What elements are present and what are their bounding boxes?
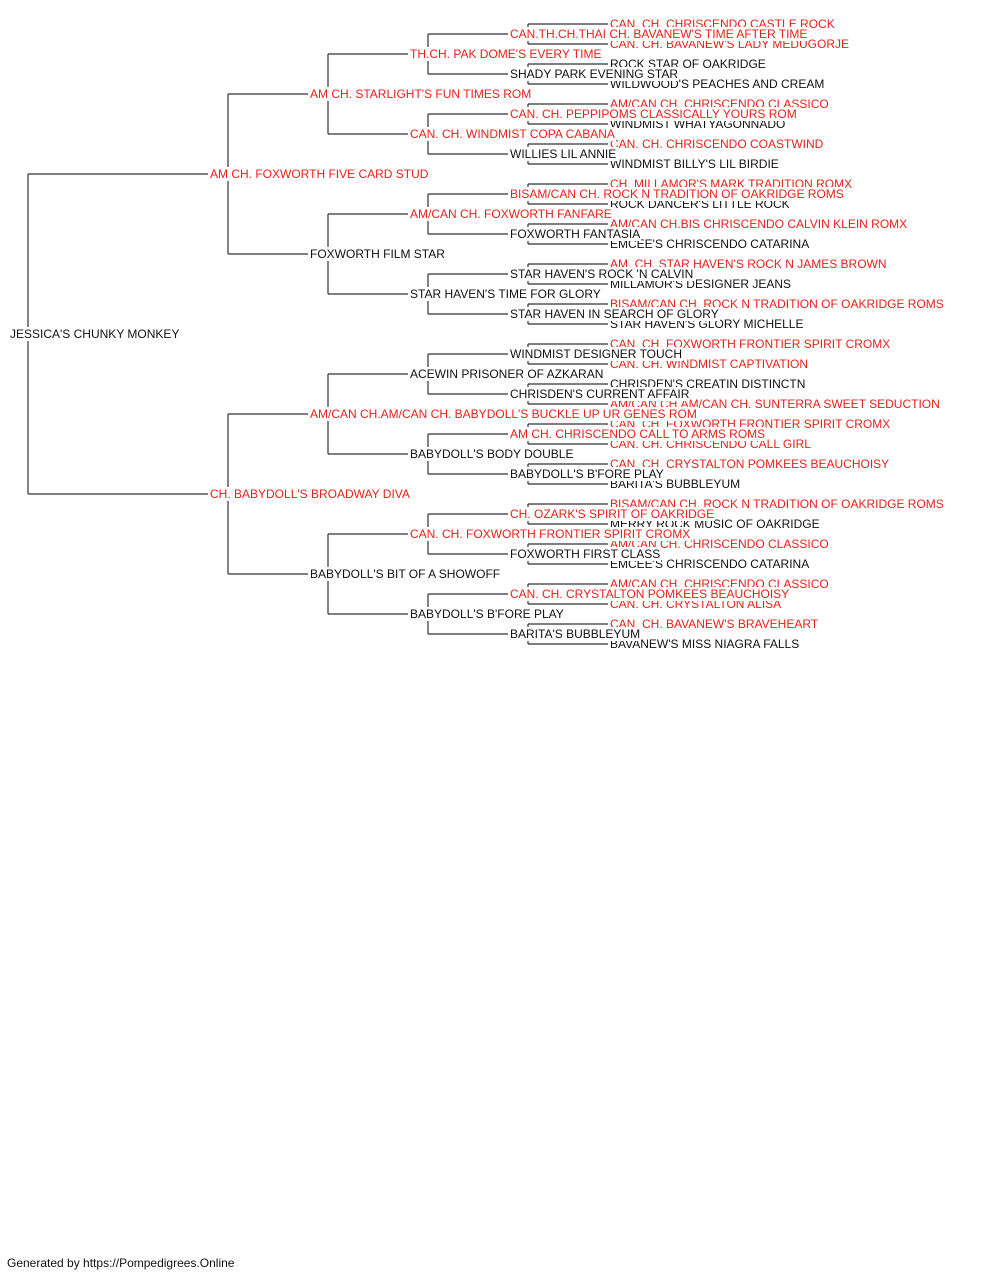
dam-dam-dam-dam-label: BARITA'S BUBBLEYUM bbox=[509, 627, 642, 641]
sire-dam-dam-label: STAR HAVEN'S TIME FOR GLORY bbox=[409, 287, 602, 301]
dam-dam-dam-label: BABYDOLL'S B'FORE PLAY bbox=[409, 607, 565, 621]
sire-sire-dam-dam-sire-label: CAN. CH. CHRISCENDO COASTWIND bbox=[609, 137, 825, 151]
dam-dam-sire-dam-label: FOXWORTH FIRST CLASS bbox=[509, 547, 662, 561]
sire-dam-sire-dam-label: FOXWORTH FANTASIA bbox=[509, 227, 642, 241]
sire-dam-sire-dam-dam-label: EMCEE'S CHRISCENDO CATARINA bbox=[609, 237, 811, 251]
dam-sire-label: AM/CAN CH.AM/CAN CH. BABYDOLL'S BUCKLE U… bbox=[309, 407, 698, 421]
sire-sire-sire-label: TH.CH. PAK DOME'S EVERY TIME bbox=[409, 47, 603, 61]
subject-label: JESSICA'S CHUNKY MONKEY bbox=[9, 327, 181, 341]
sire-dam-sire-dam-sire-label: AM/CAN CH.BIS CHRISCENDO CALVIN KLEIN RO… bbox=[609, 217, 909, 231]
sire-dam-sire-label: AM/CAN CH. FOXWORTH FANFARE bbox=[409, 207, 613, 221]
sire-sire-dam-sire-label: CAN. CH. PEPPIPOMS CLASSICALLY YOURS ROM bbox=[509, 107, 798, 121]
dam-sire-sire-dam-label: CHRISDEN'S CURRENT AFFAIR bbox=[509, 387, 691, 401]
dam-dam-label: BABYDOLL'S BIT OF A SHOWOFF bbox=[309, 567, 502, 581]
dam-dam-sire-sire-label: CH. OZARK'S SPIRIT OF OAKRIDGE bbox=[509, 507, 716, 521]
sire-sire-sire-dam-label: SHADY PARK EVENING STAR bbox=[509, 67, 680, 81]
dam-dam-dam-sire-label: CAN. CH. CRYSTALTON POMKEES BEAUCHOISY bbox=[509, 587, 791, 601]
dam-dam-dam-dam-sire-label: CAN. CH. BAVANEW'S BRAVEHEART bbox=[609, 617, 820, 631]
dam-sire-dam-sire-label: AM CH. CHRISCENDO CALL TO ARMS ROMS bbox=[509, 427, 767, 441]
dam-sire-dam-label: BABYDOLL'S BODY DOUBLE bbox=[409, 447, 575, 461]
sire-dam-sire-sire-label: BISAM/CAN CH. ROCK N TRADITION OF OAKRID… bbox=[509, 187, 845, 201]
dam-dam-dam-dam-dam-label: BAVANEW'S MISS NIAGRA FALLS bbox=[609, 637, 801, 651]
dam-dam-sire-label: CAN. CH. FOXWORTH FRONTIER SPIRIT CROMX bbox=[409, 527, 692, 541]
dam-sire-dam-dam-sire-label: CAN. CH. CRYSTALTON POMKEES BEAUCHOISY bbox=[609, 457, 891, 471]
sire-sire-dam-label: CAN. CH. WINDMIST COPA CABANA bbox=[409, 127, 616, 141]
dam-label: CH. BABYDOLL'S BROADWAY DIVA bbox=[209, 487, 411, 501]
sire-sire-label: AM CH. STARLIGHT'S FUN TIMES ROM bbox=[309, 87, 533, 101]
generated-by-footer: Generated by https://Pompedigrees.Online bbox=[7, 1256, 235, 1270]
dam-sire-sire-label: ACEWIN PRISONER OF AZKARAN bbox=[409, 367, 605, 381]
sire-dam-label: FOXWORTH FILM STAR bbox=[309, 247, 446, 261]
dam-sire-dam-dam-label: BABYDOLL'S B'FORE PLAY bbox=[509, 467, 665, 481]
dam-sire-sire-sire-label: WINDMIST DESIGNER TOUCH bbox=[509, 347, 684, 361]
sire-dam-dam-sire-label: STAR HAVEN'S ROCK 'N CALVIN bbox=[509, 267, 695, 281]
sire-sire-dam-dam-label: WILLIES LIL ANNIE bbox=[509, 147, 618, 161]
sire-dam-dam-dam-label: STAR HAVEN IN SEARCH OF GLORY bbox=[509, 307, 720, 321]
sire-sire-dam-dam-dam-label: WINDMIST BILLY'S LIL BIRDIE bbox=[609, 157, 780, 171]
sire-sire-sire-sire-label: CAN.TH.CH.THAI CH. BAVANEW'S TIME AFTER … bbox=[509, 27, 809, 41]
sire-label: AM CH. FOXWORTH FIVE CARD STUD bbox=[209, 167, 430, 181]
